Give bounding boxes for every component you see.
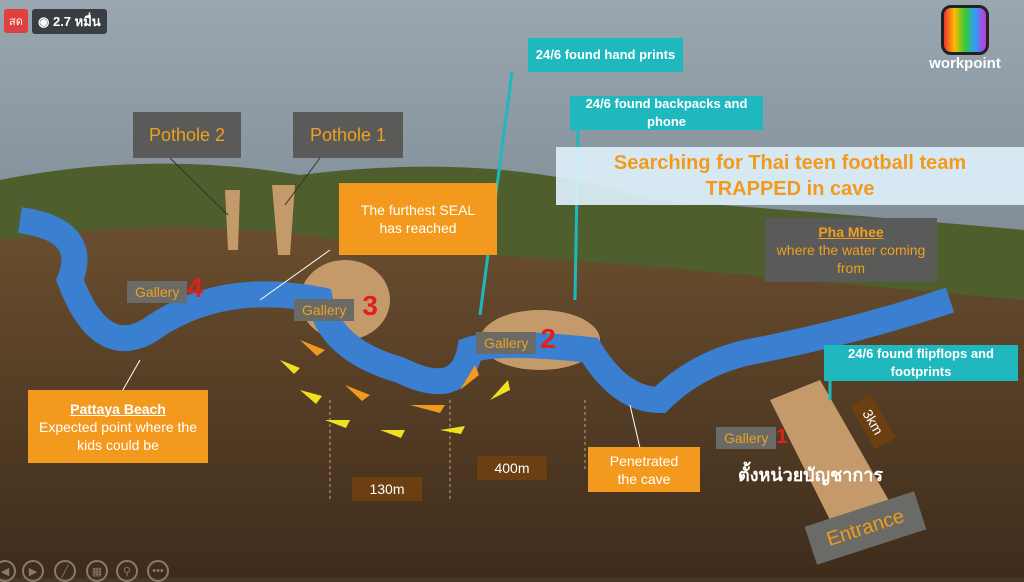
- logo-icon: [941, 5, 989, 55]
- workpoint-logo: workpoint: [915, 5, 1015, 72]
- pothole-1-label: Pothole 1: [293, 112, 403, 158]
- seal-label: The furthest SEAL has reached: [339, 183, 497, 255]
- distance-130m: 130m: [352, 477, 422, 501]
- eye-icon: ◉: [38, 14, 53, 29]
- slides-button[interactable]: ▦: [86, 560, 108, 582]
- viewer-count: ◉ 2.7 หมื่น: [32, 9, 107, 34]
- more-button[interactable]: •••: [147, 560, 169, 582]
- previous-button[interactable]: ◀: [0, 560, 16, 582]
- live-badge: สด: [4, 9, 28, 33]
- penetrated-label: Penetrated the cave: [588, 447, 700, 492]
- next-button[interactable]: ▶: [22, 560, 44, 582]
- found-hand-label: 24/6 found hand prints: [528, 38, 683, 72]
- found-backpack-label: 24/6 found backpacks and phone: [570, 96, 763, 130]
- pen-button[interactable]: ╱: [54, 560, 76, 582]
- zoom-button[interactable]: ⚲: [116, 560, 138, 582]
- pothole-2-label: Pothole 2: [133, 112, 241, 158]
- found-flipflops-label: 24/6 found flipflops and footprints: [824, 345, 1018, 381]
- command-post-label: ตั้งหน่วยบัญชาการ: [738, 465, 884, 485]
- distance-400m: 400m: [477, 456, 547, 480]
